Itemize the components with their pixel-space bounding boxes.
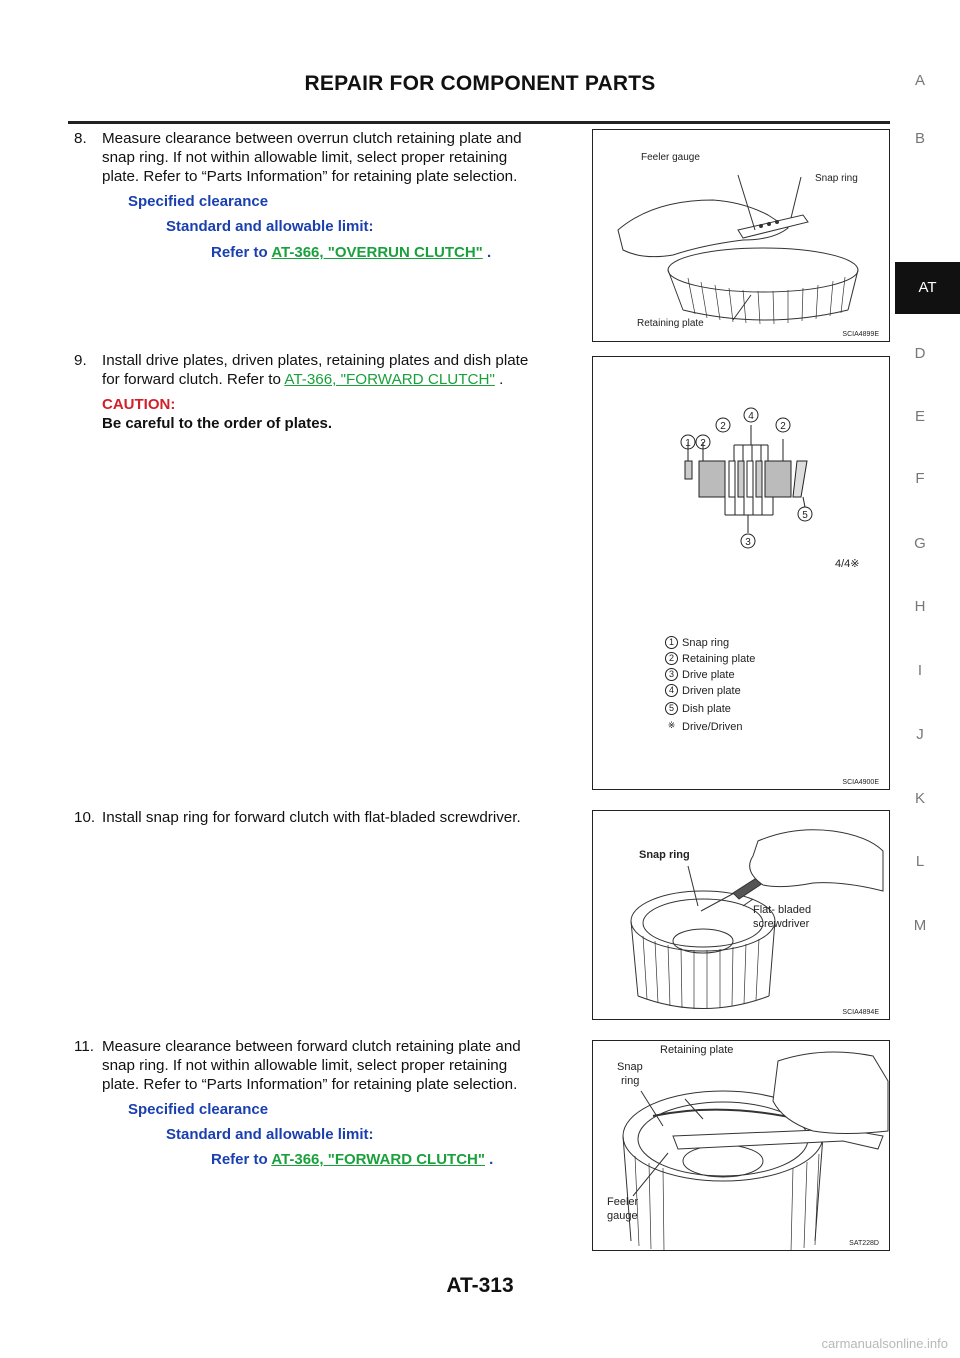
- spec-reference: Refer to AT-366, "OVERRUN CLUTCH" .: [211, 244, 492, 261]
- drive-driven-ratio: 4/4※: [835, 558, 860, 570]
- index-tab-f[interactable]: F: [915, 470, 925, 487]
- label-snap-ring: Snap ring: [815, 173, 858, 184]
- label-feeler-gauge: Feeler gauge: [641, 152, 700, 163]
- spec-subtitle: Standard and allowable limit:: [166, 1126, 374, 1143]
- svg-text:2: 2: [780, 421, 786, 432]
- index-tab-h[interactable]: H: [914, 598, 926, 615]
- forward-clutch-link[interactable]: AT-366, "FORWARD CLUTCH": [284, 371, 495, 388]
- spec-subtitle: Standard and allowable limit:: [166, 218, 374, 235]
- figure-retaining-plate: Retaining plate Snap ring Feeler gauge S…: [592, 1040, 890, 1251]
- header-rule: [68, 121, 890, 124]
- overrun-clutch-link[interactable]: AT-366, "OVERRUN CLUTCH": [271, 244, 483, 261]
- svg-text:3: 3: [745, 537, 751, 548]
- index-tab-j[interactable]: J: [916, 726, 924, 743]
- watermark: carmanualsonline.info: [821, 1336, 948, 1351]
- index-tab-a[interactable]: A: [914, 72, 925, 89]
- spec-title: Specified clearance: [128, 1101, 269, 1118]
- svg-text:2: 2: [700, 438, 706, 449]
- label-screwdriver: screwdriver: [753, 918, 810, 930]
- step-number: 11.: [74, 1038, 94, 1055]
- spec-reference: Refer to AT-366, "FORWARD CLUTCH" .: [211, 1151, 494, 1168]
- figure-code: SCIA4894E: [842, 1009, 879, 1016]
- svg-text:4: 4: [748, 411, 754, 422]
- step-11: 11.Measure clearance between forward clu…: [74, 1038, 521, 1093]
- label-gauge: gauge: [607, 1210, 638, 1222]
- figure-code: SCIA4900E: [842, 779, 879, 786]
- step-number: 9.: [74, 352, 87, 369]
- figure-screwdriver: Snap ring Flat- bladed screwdriver SCIA4…: [592, 810, 890, 1020]
- step-9: 9.Install drive plates, driven plates, r…: [74, 352, 529, 388]
- step-10: 10.Install snap ring for forward clutch …: [74, 809, 521, 826]
- label-snap: Snap: [617, 1061, 643, 1073]
- svg-text:5: 5: [802, 510, 808, 521]
- label-snap-ring: Snap ring: [639, 849, 690, 861]
- caution-text: Be careful to the order of plates.: [102, 415, 333, 432]
- step-number: 8.: [74, 130, 87, 147]
- screwdriver-illustration: [630, 829, 884, 1009]
- label-ring: ring: [621, 1075, 640, 1087]
- caution-label: CAUTION:: [102, 396, 176, 413]
- svg-text:1: 1: [685, 438, 691, 449]
- legend-item: ※Drive/Driven: [667, 720, 743, 733]
- label-feeler: Feeler: [607, 1196, 639, 1208]
- index-tab-i[interactable]: I: [917, 662, 923, 679]
- retaining-plate-illustration: [622, 1051, 889, 1250]
- index-tab-d[interactable]: D: [914, 345, 926, 362]
- label-retaining-plate: Retaining plate: [660, 1044, 734, 1056]
- index-tab-e[interactable]: E: [914, 408, 925, 425]
- index-tab-k[interactable]: K: [914, 790, 925, 807]
- index-tab-m[interactable]: M: [913, 917, 927, 934]
- index-tab-at-active[interactable]: AT: [895, 262, 960, 314]
- svg-text:2: 2: [720, 421, 726, 432]
- figure-feeler-gauge: Feeler gauge Snap ring Retaining plate S…: [592, 129, 890, 342]
- page-title: REPAIR FOR COMPONENT PARTS: [304, 72, 656, 95]
- index-tab-b[interactable]: B: [914, 130, 925, 147]
- page-number: AT-313: [446, 1274, 514, 1297]
- forward-clutch-link[interactable]: AT-366, "FORWARD CLUTCH": [271, 1151, 485, 1168]
- feeler-gauge-illustration: [617, 174, 859, 325]
- index-tab-g[interactable]: G: [914, 535, 926, 552]
- label-flat-bladed: Flat- bladed: [753, 904, 812, 916]
- index-tab-l[interactable]: L: [915, 853, 925, 870]
- label-retaining-plate: Retaining plate: [637, 318, 704, 329]
- step-number: 10.: [74, 809, 96, 826]
- figure-code: SAT228D: [849, 1240, 879, 1247]
- figure-code: SCIA4899E: [842, 331, 879, 338]
- step-8: 8.Measure clearance between overrun clut…: [74, 130, 522, 185]
- spec-title: Specified clearance: [128, 193, 269, 210]
